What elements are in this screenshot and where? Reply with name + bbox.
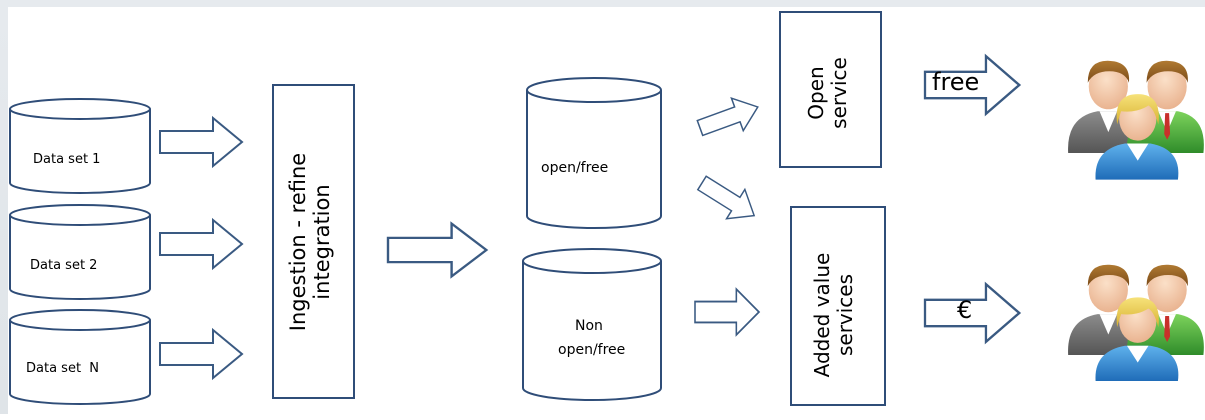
non-open-label-line1: Non [575,318,603,334]
dataset-cylinder-1 [9,98,151,194]
added-value-line2: services [833,273,857,357]
dataset-label-1: Data set 1 [33,152,101,167]
non-open-label-line2: open/free [558,342,626,358]
open-service-line2: service [827,57,851,129]
open-service-line1: Open [804,66,828,120]
dataset-label-2: Data set 2 [30,258,98,273]
open-service-box [779,11,882,168]
ingestion-label: Ingestion - refine integration [286,112,340,372]
added-value-services-box [790,206,886,406]
open-service-label: Open service [804,43,855,143]
ingestion-label-line2: integration [310,184,335,300]
added-value-label: Added value services [810,210,865,420]
ingestion-box [272,84,355,399]
dataset-cylinder-n [9,309,151,405]
added-value-line1: Added value [810,252,834,378]
free-label: free [932,68,980,96]
open-free-label: open/free [541,160,609,176]
dataset-cylinder-2 [9,204,151,300]
non-open-free-store [522,248,662,401]
dataset-label-n: Data set N [26,361,100,376]
open-free-store [526,77,662,229]
paid-label: € [957,296,973,324]
ingestion-label-line1: Ingestion - refine [286,152,310,332]
